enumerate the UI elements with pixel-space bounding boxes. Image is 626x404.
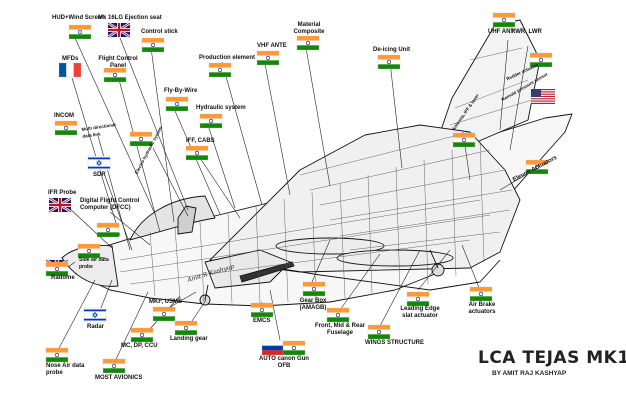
flag-india-radome [45,261,69,277]
label-radar: Radar [87,324,105,330]
label-air-brake: Air Brake actuators [468,302,496,315]
flag-india-hud [68,24,92,40]
flag-india-gear-box [302,281,326,297]
main-gear [429,249,445,277]
flag-uk-ejection-seat [106,21,132,39]
label-fuselage-sections: Front, Mid & Rear Fuselage [314,323,365,336]
label-dfcc: Digital Flight Control Computer (DFCC) [80,198,140,211]
diagram-title: LCA TEJAS MK1 [478,348,626,368]
label-side-air-data: Side air data probe [79,257,109,270]
diagram-author: BY AMIT RAJ KASHYAP [492,370,567,377]
flag-india-antenna [452,132,476,148]
label-fly-by-wire: Fly-By-Wire [164,88,198,94]
label-control-stick: Control stick [141,29,178,35]
label-radome: Radome [51,275,75,281]
flag-india-nose-air-data [45,347,69,363]
flag-india-landing-gear [174,320,198,336]
flag-india-side-air-data [77,243,101,259]
label-mkf-usms: MKF, USMS [149,299,182,305]
flag-india-de-icing [377,54,401,70]
flag-israel-sdr [87,155,111,171]
label-sdr: SDR [93,172,106,178]
label-hud: HUD+Wind Screen [52,15,105,21]
label-de-icing: De-icing Unit [373,47,410,53]
nose-gear [199,284,211,306]
radome-outline [61,245,119,287]
flag-india-fly-by-wire [165,96,189,112]
label-leading-edge: Leading Edge slat actuator [400,306,440,319]
flag-india-production [208,62,232,78]
flag-india-air-brake [469,286,493,302]
flag-india-incom [54,120,78,136]
flag-india-control-stick [141,37,165,53]
flag-india-uhf [492,12,516,28]
label-emcs: EMCS [253,318,271,324]
flag-france-mfds [58,62,82,78]
flag-india-iff [185,145,209,161]
label-mfds: MFDs [62,56,79,62]
lower-wing-outline [239,259,501,291]
aircraft-drawing: Amit R Kashyap [61,19,573,307]
label-hydraulic: Hydraulic system [196,105,246,111]
flag-india-mkf [152,306,176,322]
flag-india-emcs [250,302,274,318]
flag-india-leading-edge [406,291,430,307]
label-vhf-ante: VHF ANTE [257,43,287,49]
internal-structure [119,47,533,305]
flag-uk-ifr-probe [47,196,73,214]
label-gear-box: Gear Box (AMAGB) [299,298,327,311]
canopy-outline [129,195,216,241]
flag-us-remote-pressure [531,89,555,104]
flag-india-material [296,35,320,51]
label-production-element: Production element [199,55,256,61]
cannon-outline [239,261,295,283]
label-mc-dp-ccu: MC, DP, CCU [121,343,158,349]
flag-india-most-avionics [102,358,126,374]
label-ifr-probe: IFR Probe [48,190,77,196]
flag-india-mc-dp [130,327,154,343]
flag-india-canon [282,340,306,356]
ejection-seat-outline [177,205,197,235]
flag-india-vhf [256,50,280,66]
flag-russia-canon [261,340,285,356]
tail-fin-outline [429,19,541,163]
flag-india-wings [367,324,391,340]
label-fcp: Flight Control Panel [98,56,138,69]
drop-tank-right [336,249,454,267]
label-uhf-ant: UHF ANT [488,29,515,35]
label-iff-cabs: IFF, CABS [186,138,215,144]
flag-india-dfcc [96,222,120,238]
label-nose-air-data: Nose Air data probe [46,363,85,376]
label-wings-structure: WINGS STRUCTURE [365,340,424,346]
label-landing-gear: Landing gear [170,336,208,342]
flag-india-fcp [103,67,127,83]
flag-israel-radar [83,307,107,323]
label-most-avionics: MOST AVIONICS [95,375,143,381]
label-auto-canon: AUTO canon Gun OFB [259,356,309,369]
label-ejection-seat: Mk 16LG Ejection seat [98,15,162,21]
label-rwr-lwr: RWR, LWR [511,29,542,35]
label-incom: INCOM [54,113,74,119]
flag-india-hydraulic [199,113,223,129]
label-material-composite: Material Composite [293,22,325,35]
